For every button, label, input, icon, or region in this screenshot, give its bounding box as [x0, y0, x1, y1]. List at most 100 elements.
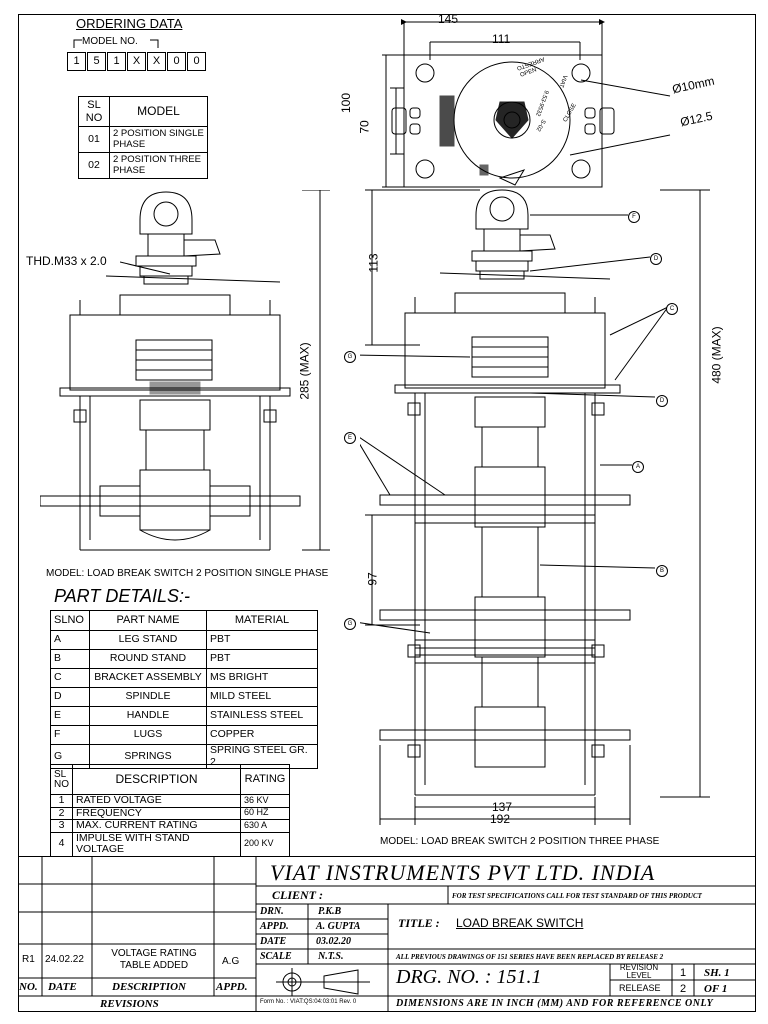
- callout-bubble: G: [344, 351, 356, 363]
- part-header-name: PART NAME: [89, 610, 207, 631]
- rating-cell-no: 1: [50, 794, 73, 808]
- rating-cell-no: 2: [50, 806, 73, 821]
- model-digit-box: 1: [67, 52, 86, 71]
- part-cell-no: D: [50, 687, 90, 707]
- title-label: TITLE :: [398, 916, 440, 930]
- company-name: VIAT INSTRUMENTS PVT LTD. INDIA: [270, 860, 656, 885]
- model-no-bracket: [73, 39, 159, 48]
- form-number: Form No. : VIAT:QS:04:03:01 Rev. 0: [260, 999, 357, 1005]
- rating-header-rating: RATING: [240, 764, 290, 795]
- revision-row-appd: A.G: [222, 956, 240, 967]
- drn-label: DRN.: [260, 906, 284, 917]
- part-cell-name: SPINDLE: [89, 687, 207, 707]
- dim-bolt-spacing: 111: [492, 32, 511, 46]
- model-table-cell: 01: [78, 126, 110, 153]
- drawing-title: LOAD BREAK SWITCH: [456, 916, 584, 930]
- release-value: 2: [680, 983, 687, 995]
- model-digit-box: 0: [167, 52, 186, 71]
- rating-cell-desc: RATED VOLTAGE: [72, 794, 241, 808]
- rating-header-slno: SL NO: [50, 764, 73, 795]
- ordering-data-title: ORDERING DATA: [76, 16, 183, 31]
- dim-overall-width: 145: [438, 12, 459, 26]
- revision-level-label: REVISION LEVEL: [619, 963, 659, 980]
- revision-header-desc: DESCRIPTION: [112, 981, 186, 993]
- sheet-number: SH. 1: [704, 967, 730, 979]
- part-header-slno: SLNO: [50, 610, 90, 631]
- appd-label: APPD.: [260, 921, 289, 932]
- part-details-title: PART DETAILS:-: [54, 586, 191, 606]
- three-phase-dim-top: 113: [366, 253, 381, 273]
- model-digit-box: 0: [187, 52, 206, 71]
- previous-drawings-note: ALL PREVIOUS DRAWINGS OF 151 SERIES HAVE…: [396, 953, 664, 961]
- model-digit-box: X: [147, 52, 166, 71]
- callout-bubble: F: [628, 211, 640, 223]
- part-cell-no: C: [50, 668, 90, 688]
- appd-value: A. GUPTA: [316, 921, 361, 932]
- rating-cell-no: 4: [50, 831, 73, 857]
- revision-row-no: R1: [22, 954, 35, 965]
- test-note: FOR TEST SPECIFICATIONS CALL FOR TEST ST…: [452, 892, 702, 900]
- part-cell-no: E: [50, 706, 90, 726]
- part-cell-name: ROUND STAND: [89, 649, 207, 669]
- title-block: [18, 856, 756, 1013]
- three-phase-caption: MODEL: LOAD BREAK SWITCH 2 POSITION THRE…: [380, 836, 660, 847]
- date-value: 03.02.20: [316, 936, 351, 947]
- three-phase-width-inner: 137: [492, 800, 513, 814]
- sheet-of: OF 1: [704, 983, 728, 995]
- callout-bubble: B: [656, 565, 668, 577]
- callout-bubble: D: [650, 253, 662, 265]
- model-digit-box: 1: [107, 52, 126, 71]
- client-label: CLIENT :: [272, 888, 323, 902]
- part-cell-material: COPPER: [206, 725, 318, 745]
- single-phase-height: 285 (MAX): [297, 342, 312, 400]
- revision-row-desc: VOLTAGE RATING TABLE ADDED: [111, 948, 197, 971]
- top-view-drawing: [382, 19, 671, 188]
- drawing-number: DRG. NO. : 151.1: [396, 966, 542, 988]
- revision-header-no: NO.: [19, 981, 38, 993]
- rating-cell-desc: MAX. CURRENT RATING: [72, 819, 241, 833]
- drn-value: P.K.B: [318, 906, 342, 917]
- three-phase-width-outer: 192: [490, 812, 511, 826]
- part-cell-name: HANDLE: [89, 706, 207, 726]
- single-phase-drawing: [40, 190, 330, 551]
- revision-row-date: 24.02.22: [45, 954, 84, 965]
- single-phase-caption: MODEL: LOAD BREAK SWITCH 2 POSITION SING…: [46, 568, 329, 579]
- model-digit-box: 5: [87, 52, 106, 71]
- part-cell-material: PBT: [206, 630, 318, 650]
- thread-leader: [120, 261, 171, 275]
- model-digit-box: X: [127, 52, 146, 71]
- rating-cell-no: 3: [50, 819, 73, 833]
- revisions-footer: REVISIONS: [100, 998, 159, 1010]
- part-cell-material: MS BRIGHT: [206, 668, 318, 688]
- release-label: RELEASE: [619, 983, 661, 993]
- dim-plate-height: 100: [339, 92, 354, 114]
- part-cell-material: MILD STEEL: [206, 687, 318, 707]
- rating-cell-desc: IMPULSE WITH STAND VOLTAGE: [72, 831, 241, 857]
- title-block-grid: [18, 856, 756, 1012]
- part-cell-name: LUGS: [89, 725, 207, 745]
- part-cell-no: F: [50, 725, 90, 745]
- callout-bubble: C: [666, 303, 678, 315]
- callout-bubble: D: [656, 395, 668, 407]
- callout-bubble: E: [344, 432, 356, 444]
- rating-cell-rating: 60 HZ: [240, 806, 290, 821]
- rating-cell-rating: 630 A: [240, 819, 290, 833]
- model-table-cell: 02: [78, 152, 110, 179]
- model-table-cell: 2 POSITION THREE PHASE: [109, 152, 208, 179]
- part-cell-material: PBT: [206, 649, 318, 669]
- part-cell-no: A: [50, 630, 90, 650]
- thread-callout: THD.M33 x 2.0: [26, 254, 107, 268]
